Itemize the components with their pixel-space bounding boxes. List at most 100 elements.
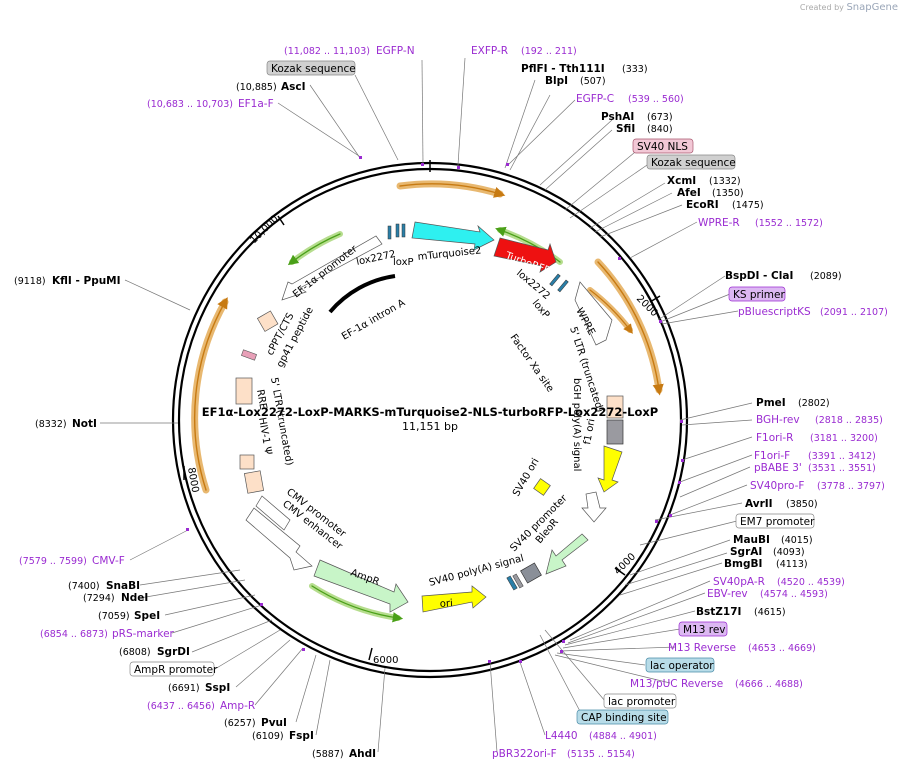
- feature-sv40polya: [506, 573, 524, 591]
- labels-top-left: (11,082 .. 11,103) EGFP-N Kozak sequence…: [147, 45, 415, 110]
- m13-puc-reverse-pos: (4666 .. 4688): [735, 679, 803, 690]
- exfp-r-label: EXFP-R: [471, 45, 508, 57]
- ef1a-intron-label: EF-1α intron A: [340, 297, 407, 342]
- afei-pos: (1350): [712, 188, 744, 199]
- egfp-c-label: EGFP-C: [576, 93, 614, 105]
- hiv1-label: HIV-1 Ψ: [256, 417, 273, 456]
- ori-label: ori: [439, 598, 453, 610]
- l4440-pos: (4884 .. 4901): [589, 731, 657, 742]
- pbluescriptks-label: pBluescriptKS: [738, 306, 811, 318]
- pbabe-pos: (3531 .. 3551): [808, 463, 876, 474]
- lac-operator-label: lac operator: [650, 660, 714, 672]
- m13-rev-label: M13 rev: [683, 624, 726, 636]
- kfli-pos: (9118): [14, 276, 46, 287]
- f1ori-r-label: F1ori-R: [756, 432, 793, 444]
- lox-sites-top: [387, 223, 406, 240]
- feature-bleor: [545, 533, 589, 575]
- asci-pos: (10,885): [236, 82, 277, 93]
- ring-ticks: [183, 160, 661, 661]
- ef1a-f-label: EF1a-F: [238, 98, 274, 110]
- cap-binding-site-label: CAP binding site: [581, 712, 667, 724]
- plasmid-name: EF1α-Lox2272-LoxP-MARKS-mTurquoise2-NLS-…: [202, 405, 658, 419]
- pflfi-pos: (333): [622, 64, 648, 75]
- prs-marker-label: pRS-marker: [112, 628, 175, 640]
- bgh-rev-label: BGH-rev: [756, 414, 800, 426]
- feature-em7: [520, 562, 542, 584]
- ndei-pos: (7294): [83, 593, 115, 604]
- factor-xa-label: Factor Xa site: [508, 332, 556, 394]
- kfli-label: KflI - PpuMI: [52, 275, 121, 287]
- ef1a-f-pos: (10,683 .. 10,703): [147, 99, 233, 110]
- feature-sv40-ori: [533, 478, 551, 496]
- ahdi-label: AhdI: [349, 748, 376, 760]
- maubi-pos: (4015): [781, 535, 813, 546]
- exfp-r-pos: (192 .. 211): [521, 46, 577, 57]
- sfii-pos: (840): [647, 124, 673, 135]
- ebv-rev-label: EBV-rev: [707, 588, 748, 600]
- pbluescriptks-pos: (2091 .. 2107): [820, 307, 888, 318]
- sgrai-label: SgrAI: [730, 546, 762, 558]
- bstz17i-pos: (4615): [754, 607, 786, 618]
- noti-pos: (8332): [35, 419, 67, 430]
- egfp-n-pos: (11,082 .. 11,103): [284, 46, 370, 57]
- pflfi-label: PflFI - Tth111I: [521, 63, 605, 75]
- f1ori-f-label: F1ori-F: [754, 450, 790, 462]
- plasmid-size: 11,151 bp: [402, 420, 458, 433]
- lox-sites-right: [549, 273, 569, 293]
- sv40ori-label: SV40 ori: [511, 457, 542, 499]
- egfp-n-label: EGFP-N: [376, 45, 415, 57]
- kozak-sequence-right-label: Kozak sequence: [651, 157, 736, 169]
- bstz17i-label: BstZ17I: [696, 606, 741, 618]
- feature-bgh: [606, 395, 624, 445]
- labels-top-right: EXFP-R (192 .. 211) PflFI - Tth111I (333…: [471, 45, 823, 229]
- bgh-label: bGH poly(A) signal: [571, 378, 582, 471]
- ampr-promoter-label: AmpR promoter: [134, 664, 218, 676]
- sv40pro-f-label: SV40pro-F: [750, 480, 804, 492]
- feature-ltr-left: [243, 470, 265, 494]
- feature-ori: [421, 585, 487, 613]
- ks-primer-label: KS primer: [733, 289, 785, 301]
- watermark-prefix: Created by: [799, 3, 844, 12]
- sv40pa-r-label: SV40pA-R: [713, 576, 765, 588]
- feature-ef1a-intron: [328, 274, 396, 314]
- pmei-pos: (2802): [798, 398, 830, 409]
- f1ori-f-pos: (3391 .. 3412): [808, 451, 876, 462]
- feature-gp41: [241, 349, 257, 361]
- feature-sv40-promoter: [581, 491, 607, 523]
- bspdi-label: BspDI - ClaI: [725, 270, 793, 282]
- orange-arcs: [191, 180, 664, 494]
- feature-mturquoise2: [411, 221, 495, 251]
- ahdi-pos: (5887): [312, 749, 344, 760]
- labels-bottom-left: (5887) AhdI (6109) FspI (6257) PvuI (643…: [14, 275, 376, 760]
- f1ori-label: f1 ori: [582, 418, 597, 446]
- pbr322ori-f-label: pBR322ori-F: [492, 748, 557, 760]
- feature-ampr: [313, 559, 409, 613]
- maubi-label: MauBI: [733, 534, 770, 546]
- fspi-label: FspI: [289, 730, 314, 742]
- cmv-f-pos: (7579 .. 7599): [19, 556, 87, 567]
- tick-8000: 8000: [185, 467, 200, 494]
- snabi-label: SnaBI: [106, 580, 140, 592]
- pmei-label: PmeI: [756, 397, 786, 409]
- green-arcs: [287, 226, 563, 623]
- tick-6000: 6000: [373, 655, 398, 666]
- xcmi-label: XcmI: [667, 175, 696, 187]
- feature-cppt: [256, 310, 279, 332]
- snapgene-brand: SnapGene: [846, 2, 898, 13]
- sv40pa-r-pos: (4520 .. 4539): [777, 577, 845, 588]
- noti-label: NotI: [72, 418, 97, 430]
- sspi-pos: (6691): [168, 683, 200, 694]
- blpi-label: BlpI: [545, 75, 568, 87]
- avrii-pos: (3850): [786, 499, 818, 510]
- avrii-label: AvrII: [745, 498, 773, 510]
- tick-10000: 10,000: [248, 214, 281, 247]
- rre-label: RRE: [254, 389, 268, 411]
- primer-marks: [186, 156, 684, 663]
- feature-rre: [235, 377, 253, 405]
- loxp-top-label: loxP: [393, 257, 414, 268]
- pbabe-label: pBABE 3': [754, 462, 802, 474]
- loxp-right-label: loxP: [530, 298, 552, 321]
- afei-label: AfeI: [677, 187, 701, 199]
- sgrdi-label: SgrDI: [157, 646, 190, 658]
